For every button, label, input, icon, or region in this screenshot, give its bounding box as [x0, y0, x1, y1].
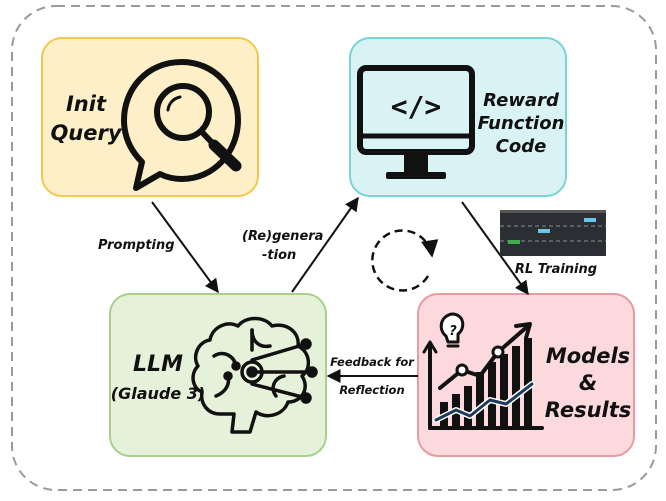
reward-label-3: Code [496, 136, 547, 157]
llm-model-label: (Glaude 3) [111, 384, 205, 403]
results-label-3: Results [545, 398, 632, 422]
code-brackets-text: </> [391, 90, 442, 123]
svg-text:?: ? [449, 324, 457, 339]
init-query-node: Init Query [41, 37, 259, 197]
feedback-label-2: Reflection [339, 383, 404, 397]
magnifier-chat-icon [121, 59, 242, 191]
regeneration-label-2: -tion [262, 248, 296, 263]
brain-circuit-icon [191, 316, 318, 434]
outer-frame [11, 5, 657, 491]
regeneration-label-1: (Re)genera [242, 229, 323, 244]
results-label-1: Models [546, 344, 630, 368]
llm-node: LLM (Glaude 3) [109, 293, 327, 457]
llm-label: LLM [133, 352, 183, 377]
rl-training-label: RL Training [515, 262, 597, 277]
prompting-label: Prompting [98, 238, 175, 253]
prompting-arrow [151, 201, 219, 294]
growth-chart-icon: ? [422, 312, 544, 430]
feedback-label-1: Feedback for [330, 355, 415, 369]
rl-training-thumbnail [500, 210, 606, 256]
reward-function-node: </> Reward Function Code [349, 37, 567, 197]
init-query-label-2: Query [50, 121, 122, 145]
monitor-code-icon: </> [357, 65, 475, 179]
results-label-2: & [579, 371, 597, 395]
circular-arrow-icon [371, 229, 439, 292]
results-node: ? Models & Results [417, 293, 635, 457]
reward-label-2: Function [478, 113, 565, 134]
regeneration-arrow [291, 196, 359, 293]
rl-training-arrow [461, 201, 529, 296]
reward-label-1: Reward [483, 90, 560, 111]
init-query-label-1: Init [66, 92, 107, 116]
